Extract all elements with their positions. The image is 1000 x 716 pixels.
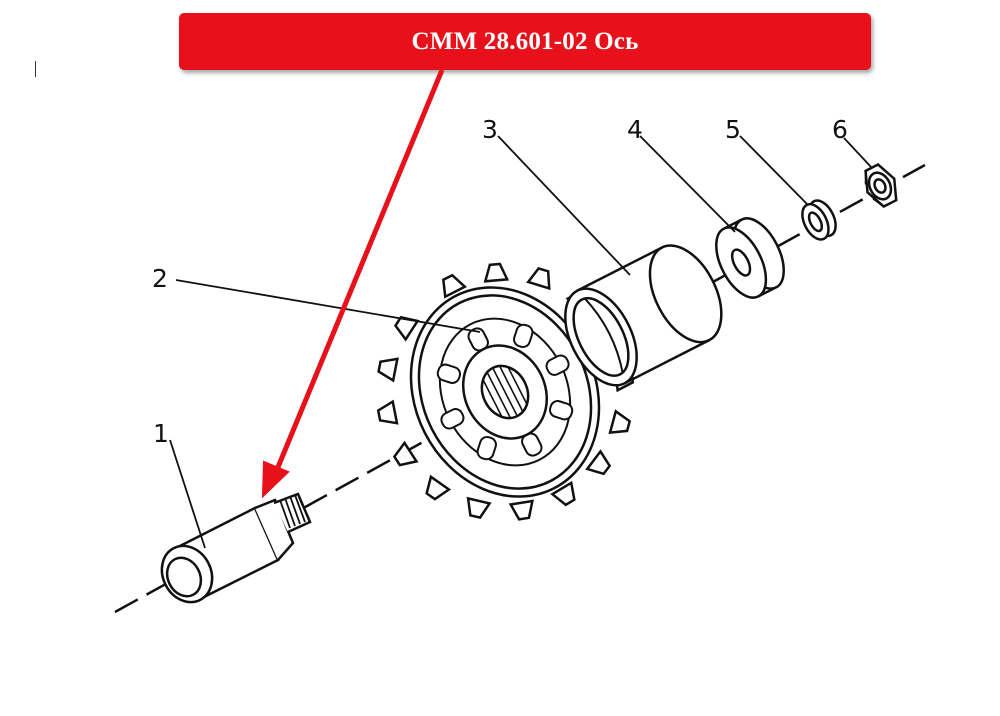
text-caret (35, 61, 36, 77)
callout-2: 2 (152, 264, 168, 293)
callout-6: 6 (832, 115, 848, 144)
callout-1: 1 (153, 419, 169, 448)
part-3-bushing (564, 244, 723, 387)
part-6-nut (864, 163, 898, 209)
part-4-washer (715, 217, 785, 299)
part-1-axle (160, 492, 312, 604)
part-title-banner: СММ 28.601-02 Ось (179, 13, 871, 70)
part-5-spring-washer (801, 199, 837, 241)
part-2-sprocket (376, 262, 635, 521)
red-pointer-arrow (261, 69, 445, 499)
callout-3: 3 (482, 115, 498, 144)
callout-4: 4 (627, 115, 643, 144)
leader-lines (169, 135, 873, 549)
part-title: СММ 28.601-02 Ось (411, 27, 639, 55)
callout-5: 5 (725, 115, 741, 144)
